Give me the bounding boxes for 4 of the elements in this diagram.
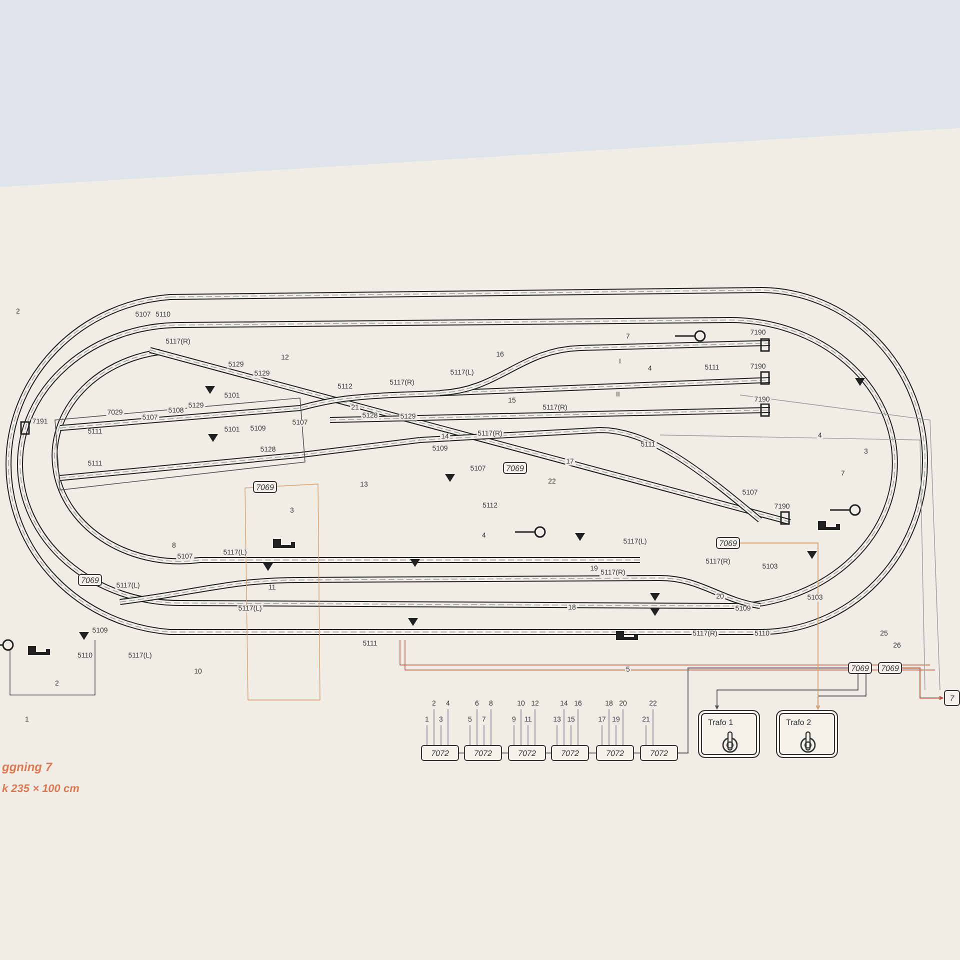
transformer-label: Trafo 2 [786,718,812,727]
title: ggning 7 [2,760,52,774]
caption: k 235 × 100 cm [2,783,80,795]
transformer-label: Trafo 1 [708,718,734,727]
